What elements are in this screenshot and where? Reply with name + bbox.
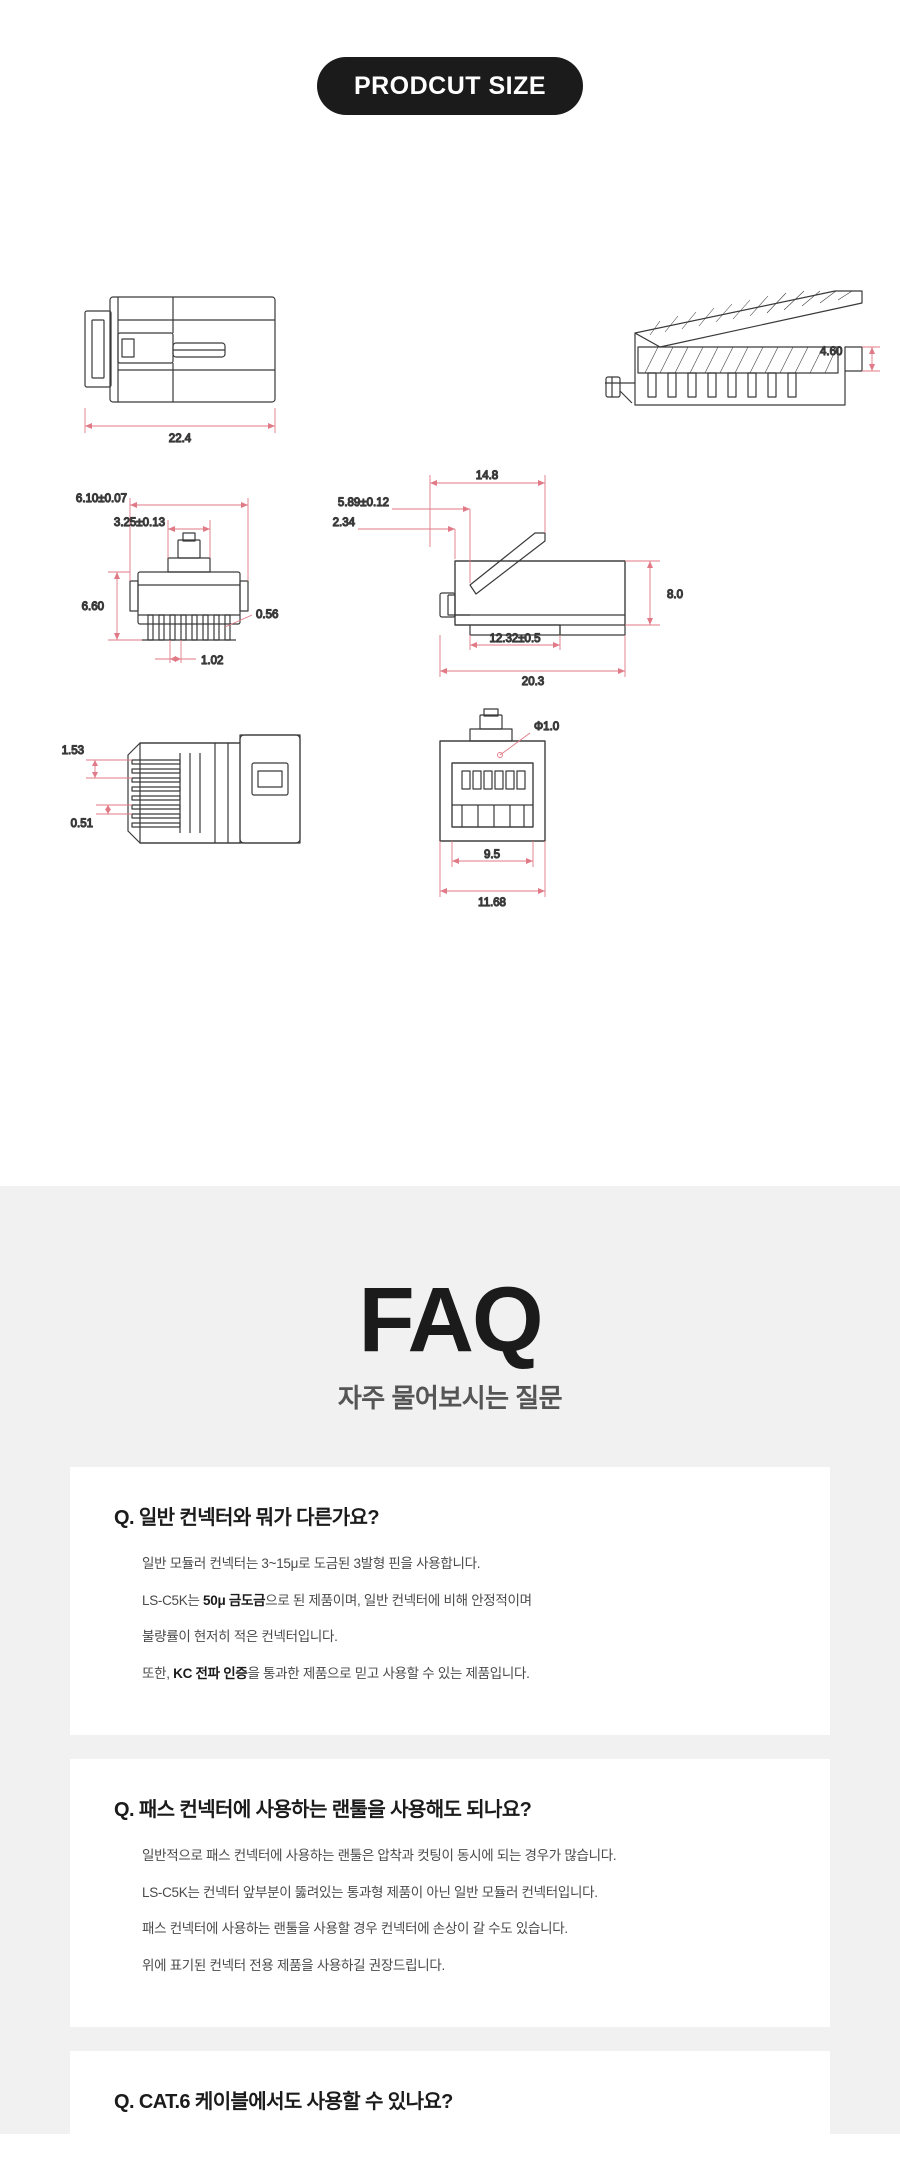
dim-label-14-8: 14.8 [476,470,498,482]
rear-view [439,708,546,842]
dim-4-60 [862,346,880,372]
faq-question: Q. CAT.6 케이블에서도 사용할 수 있나요? [114,2090,453,2113]
dim-label-12-32: 12.32±0.5 [489,633,540,645]
dim-label-4-60: 4.60 [820,346,842,358]
faq-answer-text: LS-C5K는 [142,1592,204,1608]
dim-12-32 [469,635,561,650]
faq-card[interactable]: Q. 패스 컨넥터에 사용하는 랜툴을 사용해도 되나요? 일반적으로 패스 컨넥… [70,1758,830,2027]
faq-title: FAQ [358,1269,543,1371]
dim-phi-1-0 [497,732,531,758]
dim-5-89 [392,506,471,583]
dim-label-0-51: 0.51 [71,818,93,830]
faq-header: FAQ 자주 물어보시는 질문 [0,1186,900,1415]
faq-answer: 일반적으로 패스 컨넥터에 사용하는 랜툴은 압착과 컷팅이 동시에 되는 경우… [114,1844,786,1977]
dim-2-34 [358,526,456,559]
dim-label-22-4: 22.4 [169,433,192,445]
dim-8-0 [625,560,660,626]
dim-label-2-34: 2.34 [333,517,356,529]
faq-answer-text: 불량률이 현저히 적은 컨넥터입니다. [142,1629,338,1645]
faq-answer-text: 을 통과한 제품으로 믿고 사용할 수 있는 제품입니다. [247,1666,530,1682]
faq-answer-line: 일반적으로 패스 컨넥터에 사용하는 랜툴은 압착과 컷팅이 동시에 되는 경우… [142,1844,786,1867]
dim-20-3 [439,635,626,677]
faq-list: Q. 일반 컨넥터와 뭐가 다른가요? 일반 모듈러 컨넥터는 3~15μ로 도금… [0,1467,900,2172]
dim-1-53 [86,759,132,779]
faq-card[interactable]: Q. 일반 컨넥터와 뭐가 다른가요? 일반 모듈러 컨넥터는 3~15μ로 도금… [70,1467,830,1735]
bottom-view [127,734,301,844]
section-title-wrap: PRODCUT SIZE [0,0,900,115]
dim-6-60 [108,571,142,641]
dim-label-0-56: 0.56 [256,609,278,621]
faq-card[interactable]: Q. CAT.6 케이블에서도 사용할 수 있나요? [70,2050,830,2172]
faq-subtitle: 자주 물어보시는 질문 [337,1383,563,1413]
dim-6-10 [129,498,249,581]
side-section-view [605,290,863,406]
dim-label-8-0: 8.0 [667,589,683,601]
faq-answer-line: 일반 모듈러 컨넥터는 3~15μ로 도금된 3발형 핀을 사용합니다. [142,1552,786,1575]
dim-0-51 [96,804,132,815]
product-size-section: PRODCUT SIZE [0,0,900,1155]
faq-answer: 일반 모듈러 컨넥터는 3~15μ로 도금된 3발형 핀을 사용합니다. LS-C… [114,1552,786,1685]
technical-drawings: 22.4 [0,115,900,1155]
faq-answer-line: 패스 컨넥터에 사용하는 랜툴을 사용할 경우 컨넥터에 손상이 갈 수도 있습… [142,1917,786,1940]
faq-answer-line: 위에 표기된 컨넥터 전용 제품을 사용하길 권장드립니다. [142,1954,786,1977]
dim-label-6-10: 6.10±0.07 [76,493,127,505]
faq-answer-text: 위에 표기된 컨넥터 전용 제품을 사용하길 권장드립니다. [142,1958,445,1974]
faq-answer-line: 또한, KC 전파 인증을 통과한 제품으로 믿고 사용할 수 있는 제품입니다… [142,1662,786,1685]
dim-label-6-60: 6.60 [82,601,104,613]
faq-answer-emphasis: 50μ 금도금 [203,1592,266,1608]
drawings-svg: 22.4 [61,290,880,910]
dim-22-4 [84,408,276,433]
faq-section: FAQ 자주 물어보시는 질문 Q. 일반 컨넥터와 뭐가 다른가요? 일반 모듈… [0,1186,900,2172]
faq-answer-emphasis: KC 전파 인증 [173,1666,248,1682]
top-view [84,296,276,403]
front-view [129,532,249,641]
faq-answer-text: 으로 된 제품이며, 일반 컨넥터에 비해 안정적이며 [265,1592,532,1608]
faq-answer-line: LS-C5K는 컨넥터 앞부분이 뚫려있는 통과형 제품이 아닌 일반 모듈러 … [142,1881,786,1904]
dim-label-1-02: 1.02 [201,655,223,667]
faq-answer-line: 불량률이 현저히 적은 컨넥터입니다. [142,1625,786,1648]
faq-question: Q. 패스 컨넥터에 사용하는 랜툴을 사용해도 되나요? [114,1798,532,1821]
dim-label-5-89: 5.89±0.12 [338,497,389,509]
dim-label-3-25: 3.25±0.13 [114,517,165,529]
dim-1-02 [155,640,196,663]
dim-3-25 [167,520,211,558]
dim-label-9-5: 9.5 [484,849,500,861]
dim-label-phi-1-0: Φ1.0 [534,721,559,733]
dim-label-11-68: 11.68 [478,897,506,909]
faq-answer-line: LS-C5K는 50μ 금도금으로 된 제품이며, 일반 컨넥터에 비해 안정적… [142,1589,786,1612]
faq-answer-text: LS-C5K는 컨넥터 앞부분이 뚫려있는 통과형 제품이 아닌 일반 모듈러 … [142,1884,598,1900]
dim-label-1-53: 1.53 [62,745,84,757]
dim-9-5 [451,841,534,867]
faq-answer-text: 일반 모듈러 컨넥터는 3~15μ로 도금된 3발형 핀을 사용합니다. [142,1556,481,1571]
dim-14-8 [429,475,546,547]
dim-0-56 [224,614,253,628]
dim-11-68 [439,841,546,897]
side-profile-view [439,532,626,636]
faq-answer-text: 또한, [142,1666,174,1682]
faq-answer-text: 일반적으로 패스 컨넥터에 사용하는 랜툴은 압착과 컷팅이 동시에 되는 경우… [142,1847,617,1863]
faq-answer-text: 패스 컨넥터에 사용하는 랜툴을 사용할 경우 컨넥터에 손상이 갈 수도 있습… [142,1921,568,1937]
faq-question: Q. 일반 컨넥터와 뭐가 다른가요? [114,1507,380,1529]
section-title-pill: PRODCUT SIZE [317,57,583,115]
dim-label-20-3: 20.3 [522,676,544,688]
